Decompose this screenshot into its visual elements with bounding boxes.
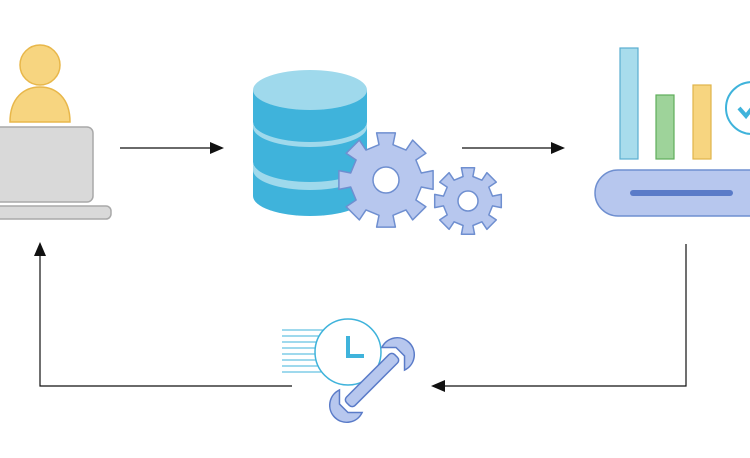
laptop-screen bbox=[0, 126, 94, 203]
user-head bbox=[19, 44, 61, 86]
wrench-icon bbox=[329, 337, 415, 423]
laptop-base bbox=[0, 205, 112, 220]
gear-small-icon bbox=[433, 166, 503, 236]
gear-large-icon bbox=[338, 132, 434, 228]
bar-blue bbox=[619, 47, 639, 160]
bar-yellow bbox=[692, 84, 712, 160]
connectors bbox=[34, 142, 687, 392]
speed-lines bbox=[282, 329, 330, 373]
arrow-chart-to-maintenance bbox=[431, 244, 687, 392]
database-icon bbox=[253, 70, 367, 216]
arrow-maintenance-to-user bbox=[34, 242, 292, 387]
user-body bbox=[9, 86, 71, 123]
user-laptop-icon bbox=[0, 44, 112, 220]
bar-green bbox=[655, 94, 675, 160]
clock-hands bbox=[346, 336, 364, 358]
clock-wrench-icon bbox=[282, 318, 415, 423]
database-gears-icon bbox=[253, 70, 503, 236]
gear-hole bbox=[372, 166, 400, 194]
check-badge-icon bbox=[725, 81, 750, 135]
gear-hole bbox=[457, 190, 479, 212]
bar-chart-icon bbox=[594, 47, 750, 217]
check-mark bbox=[737, 106, 750, 120]
